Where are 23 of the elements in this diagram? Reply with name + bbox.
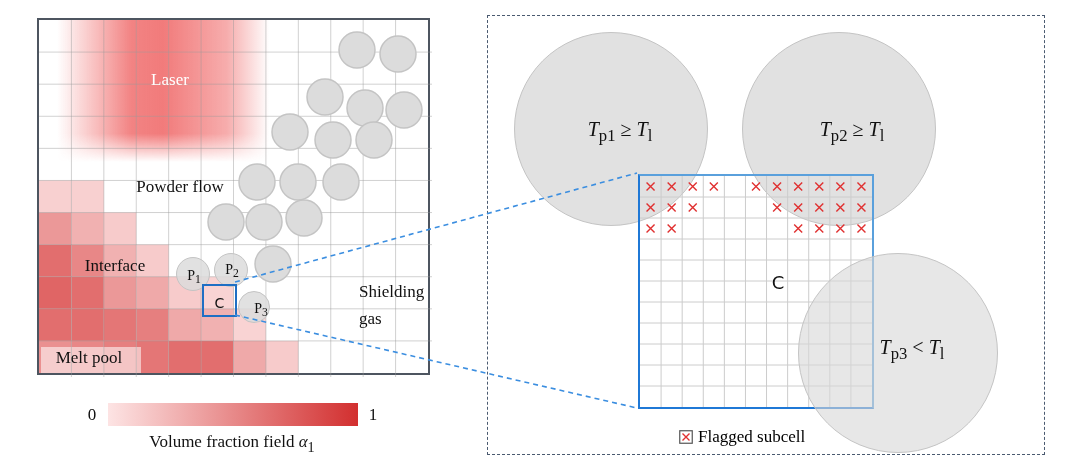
cell-label: C [771, 271, 785, 292]
leader-line [234, 172, 638, 283]
colorbar-title: Volume fraction field α$_{1}$ [149, 432, 315, 456]
temperature-condition: T$_{p2}$ ≥ T$_{l}$ [819, 118, 885, 146]
zoom-panel [487, 15, 1045, 455]
particle-circle [214, 253, 248, 287]
temperature-condition: T$_{p3}$ < T$_{l}$ [879, 336, 945, 364]
region-label: Laser [151, 70, 189, 90]
particle-label: P$_{1}$ [187, 267, 201, 287]
legend-label: Flagged subcell [698, 427, 806, 447]
colorbar-tick-label: 1 [368, 405, 378, 425]
cell-label: C [214, 294, 225, 311]
cell-box [638, 174, 874, 409]
particle-label: P$_{3}$ [254, 300, 268, 320]
temperature-condition: T$_{p1}$ ≥ T$_{l}$ [587, 118, 653, 146]
particle-label: P$_{2}$ [225, 261, 239, 281]
region-label: Powder flow [136, 177, 224, 197]
particle-circle [238, 291, 270, 323]
region-label: Interface [84, 256, 146, 276]
cell-box [202, 284, 237, 317]
colorbar-tick-label: 0 [87, 405, 97, 425]
particle-circle [176, 257, 210, 291]
region-label: Melt pool [55, 348, 123, 368]
